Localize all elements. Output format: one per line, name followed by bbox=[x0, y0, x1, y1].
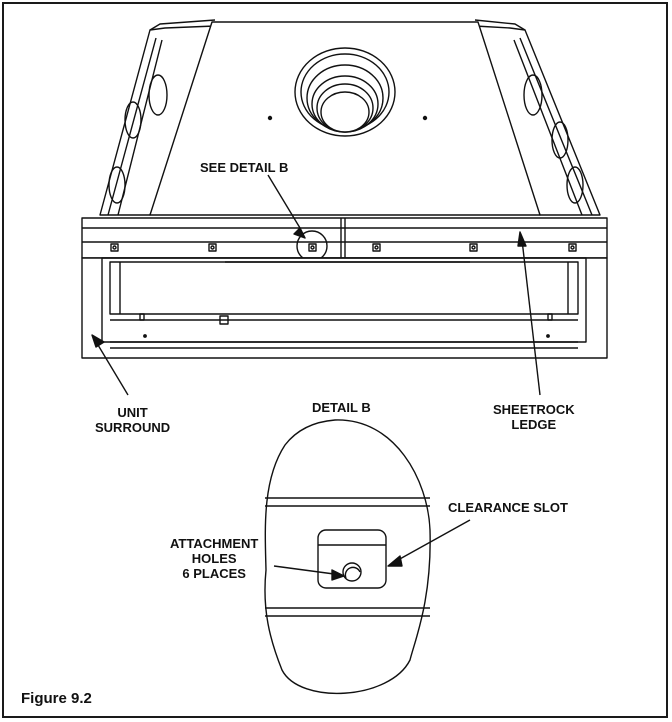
clearance-slot-label: CLEARANCE SLOT bbox=[448, 500, 568, 515]
unit-surround-line-1: UNIT bbox=[117, 405, 148, 420]
unit-surround bbox=[81, 257, 608, 359]
attachment-hole-icon bbox=[342, 562, 362, 582]
figure-caption: Figure 9.2 bbox=[21, 690, 92, 707]
see-detail-label: SEE DETAIL B bbox=[200, 160, 289, 175]
knockout-icon bbox=[566, 166, 584, 204]
sheetrock-ledge bbox=[81, 217, 608, 259]
sheetrock-ledge-label: SHEETROCK LEDGE bbox=[493, 402, 575, 432]
attach-line-3: 6 PLACES bbox=[182, 566, 246, 581]
flue-collar bbox=[294, 47, 396, 137]
unit-surround-label: UNIT SURROUND bbox=[95, 405, 170, 435]
knockout-icon bbox=[148, 74, 168, 116]
attach-line-1: ATTACHMENT bbox=[170, 536, 259, 551]
attach-line-2: HOLES bbox=[191, 551, 237, 566]
knockout-icon bbox=[108, 166, 126, 204]
sheetrock-line-2: LEDGE bbox=[511, 417, 557, 432]
unit-surround-line-2: SURROUND bbox=[95, 420, 171, 435]
knockout-icon bbox=[523, 74, 543, 116]
ledge-screws bbox=[110, 243, 577, 252]
knockout-icon bbox=[124, 101, 142, 139]
sheetrock-line-1: SHEETROCK bbox=[493, 402, 575, 417]
knockout-icon bbox=[551, 121, 569, 159]
attachment-holes-label: ATTACHMENT HOLES 6 PLACES bbox=[170, 536, 258, 581]
detail-b-view bbox=[264, 419, 471, 695]
leader-lines bbox=[91, 174, 541, 396]
detail-b-title: DETAIL B bbox=[312, 400, 371, 415]
